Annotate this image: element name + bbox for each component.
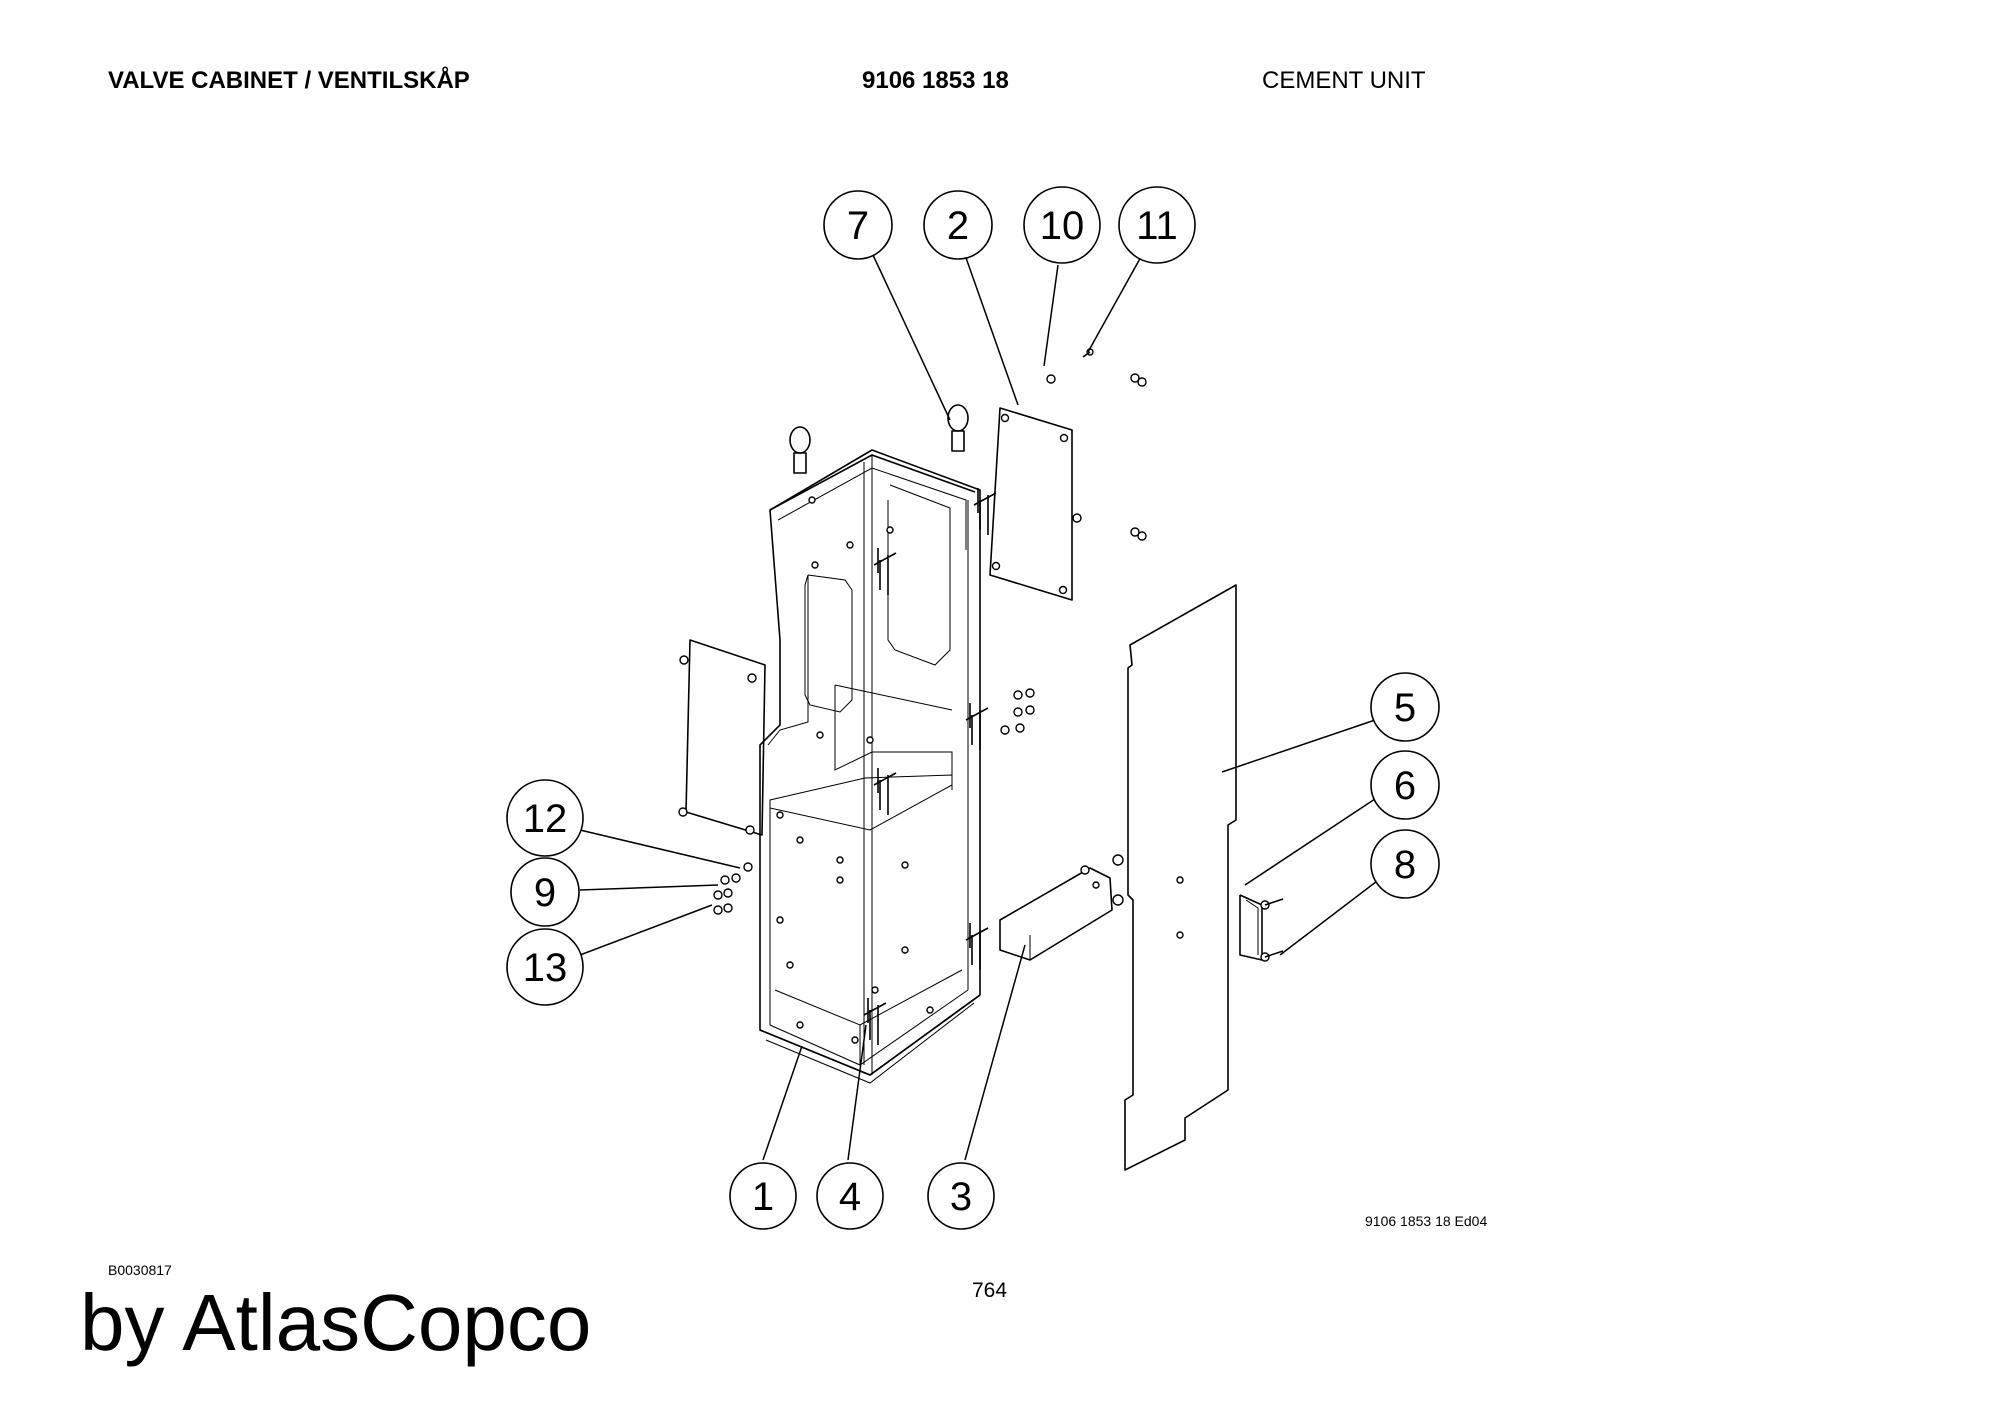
callout-1: 1: [729, 1162, 797, 1230]
fasteners: [713, 348, 1284, 962]
part-number: 9106 1853 18: [862, 67, 1009, 94]
svg-text:3: 3: [950, 1175, 972, 1219]
unit-label: CEMENT UNIT: [1262, 67, 1426, 94]
lifting-eyes: [789, 404, 969, 474]
handle: [1239, 894, 1263, 961]
svg-text:5: 5: [1394, 686, 1416, 730]
svg-text:12: 12: [523, 797, 568, 841]
svg-text:7: 7: [847, 204, 869, 248]
page-number: 764: [972, 1279, 1008, 1302]
svg-text:8: 8: [1394, 843, 1416, 887]
callout-11: 11: [1118, 186, 1196, 264]
svg-text:2: 2: [947, 204, 969, 248]
document-code: B0030817: [108, 1262, 172, 1278]
svg-text:4: 4: [839, 1175, 861, 1219]
svg-text:9: 9: [534, 871, 556, 915]
svg-text:11: 11: [1136, 204, 1178, 248]
svg-text:13: 13: [523, 946, 568, 990]
bracket: [999, 854, 1124, 961]
callout-7: 7: [823, 190, 893, 260]
side-panel: [1124, 584, 1237, 1171]
side-cover-plate: [678, 639, 766, 836]
leader-lines: [579, 254, 1386, 1161]
latch-set: [863, 488, 997, 1045]
svg-text:1: 1: [752, 1175, 774, 1219]
top-cover-plate: [989, 407, 1073, 601]
callout-9: 9: [510, 857, 580, 927]
callout-4: 4: [816, 1162, 884, 1230]
cabinet-body: [759, 449, 981, 1084]
callout-13: 13: [506, 928, 584, 1006]
callout-2: 2: [923, 190, 993, 260]
callout-3: 3: [927, 1162, 995, 1230]
callout-8: 8: [1370, 829, 1440, 899]
drawing-reference: 9106 1853 18 Ed04: [1365, 1213, 1488, 1229]
svg-text:6: 6: [1394, 764, 1416, 808]
callout-12: 12: [506, 779, 584, 857]
callout-5: 5: [1370, 672, 1440, 742]
callout-6: 6: [1370, 750, 1440, 820]
page-title: VALVE CABINET / VENTILSKÅP: [108, 67, 470, 94]
svg-text:10: 10: [1040, 204, 1085, 248]
callout-10: 10: [1023, 186, 1101, 264]
brand-footer: by AtlasCopco: [80, 1278, 592, 1367]
